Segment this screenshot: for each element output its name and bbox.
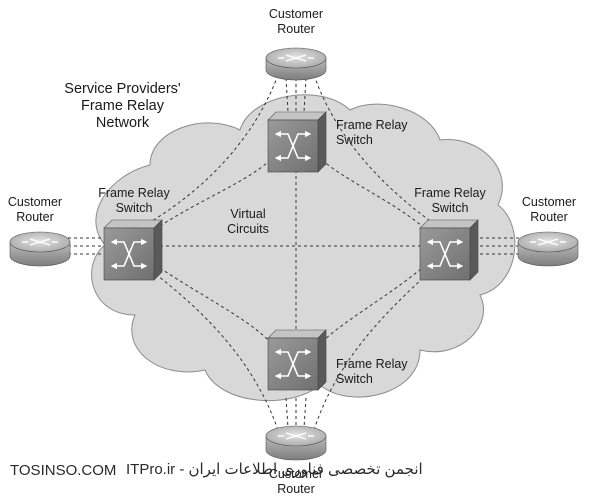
frame-relay-switch-top bbox=[267, 111, 327, 173]
frame-relay-switch-bottom bbox=[267, 329, 327, 391]
frame-relay-switch-right bbox=[419, 219, 479, 281]
router-arrows-icon bbox=[278, 54, 314, 62]
provider-cloud bbox=[91, 94, 516, 402]
diagram-title: Service Providers' Frame Relay Network bbox=[64, 81, 181, 131]
router-label-left: Customer Router bbox=[7, 195, 63, 224]
router-arrows-icon bbox=[278, 432, 314, 440]
customer-router-top bbox=[265, 47, 327, 81]
switch-arrows-icon bbox=[426, 238, 464, 270]
router-arrows-icon bbox=[530, 238, 566, 246]
watermark-right: انجمن تخصصی فناوری اطلاعات ایران - ITPro… bbox=[126, 461, 423, 478]
router-arrows-icon bbox=[22, 238, 58, 246]
watermark-left: TOSINSO.COM bbox=[10, 462, 117, 479]
switch-arrows-icon bbox=[274, 130, 312, 162]
frame-relay-switch-left bbox=[103, 219, 163, 281]
router-label-bottom: Customer Router bbox=[268, 467, 324, 496]
router-label-right: Customer Router bbox=[521, 195, 577, 224]
router-label-top: Customer Router bbox=[268, 7, 324, 36]
customer-router-bottom bbox=[265, 425, 327, 461]
virtual-circuits-label: Virtual Circuits bbox=[227, 207, 269, 236]
switch-label-left: Frame Relay Switch bbox=[98, 186, 170, 215]
virtual-circuit-lines bbox=[62, 74, 525, 431]
switch-label-bottom: Frame Relay Switch bbox=[336, 357, 408, 386]
switch-label-top: Frame Relay Switch bbox=[336, 118, 408, 147]
switch-arrows-icon bbox=[274, 348, 312, 380]
customer-router-right bbox=[517, 231, 579, 267]
switch-arrows-icon bbox=[110, 238, 148, 270]
customer-router-left bbox=[9, 231, 71, 267]
switch-label-right: Frame Relay Switch bbox=[414, 186, 486, 215]
